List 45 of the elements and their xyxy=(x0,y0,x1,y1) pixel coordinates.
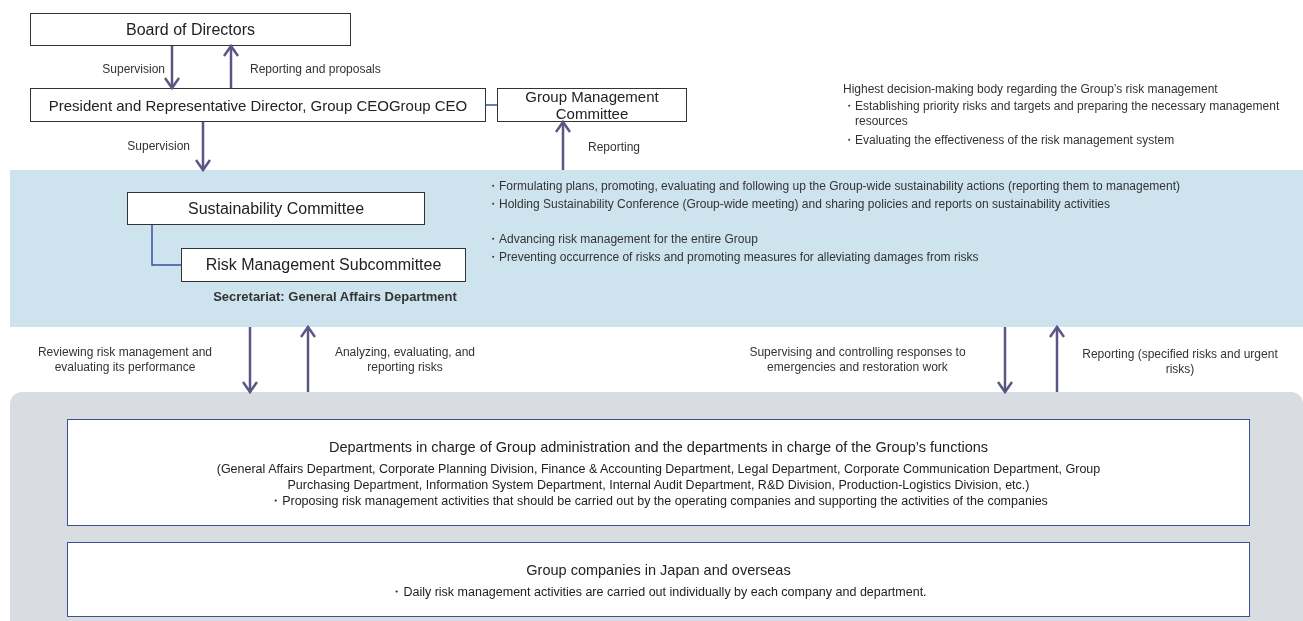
org-box xyxy=(30,88,486,122)
band-background xyxy=(10,392,1303,621)
box-title: Sustainability Committee xyxy=(187,199,365,218)
arrow xyxy=(163,46,181,90)
box-title: Departments in charge of Group administration and the departments in charge of the Group’s functions xyxy=(328,437,989,457)
edge-label: Reporting (specified risks and urgent risks) xyxy=(1081,347,1279,377)
box-title: Group Management Committee xyxy=(524,88,660,122)
arrow xyxy=(1048,325,1066,392)
department-list: (General Affairs Department, Corporate Planning Division, Finance & Accounting Department, Legal Department, Corporate Communication Department, Group Purchasing Department, Information System Department, Internal Audit Department, R&D Division, Production-Logistics Division, etc.) xyxy=(208,460,1109,493)
arrow xyxy=(299,325,317,392)
note-text: ・Establishing priority risks and targets and preparing the necessary management resources xyxy=(843,99,1281,129)
arrow xyxy=(222,44,240,88)
edge-label: Reporting and proposals xyxy=(250,62,382,77)
box-title: President and Representative Director, Group CEOGroup CEO xyxy=(48,96,468,114)
arrow xyxy=(241,327,259,394)
note-text: ・Preventing occurrence of risks and promoting measures for alleviating damages from risks xyxy=(487,250,979,265)
band-background xyxy=(10,170,1303,327)
org-box xyxy=(127,192,425,225)
edge-label: Analyzing, evaluating, and reporting risks xyxy=(333,345,477,375)
org-box xyxy=(67,419,1250,526)
arrow xyxy=(554,120,572,170)
org-box xyxy=(497,88,687,122)
org-box xyxy=(67,542,1250,617)
edge-label: Supervision xyxy=(126,139,190,154)
org-box xyxy=(30,13,351,46)
box-title: Board of Directors xyxy=(126,20,255,39)
org-box xyxy=(181,248,466,282)
bullet-text: ・Daily risk management activities are carried out individually by each company and department. xyxy=(390,583,927,600)
connector-line xyxy=(485,104,498,106)
secretariat-note: Secretariat: General Affairs Department xyxy=(212,289,458,304)
arrow xyxy=(194,122,212,172)
note-text: ・Evaluating the effectiveness of the risk management system xyxy=(843,133,1175,148)
note-text: ・Advancing risk management for the entire Group xyxy=(487,232,758,247)
box-title: Risk Management Subcommittee xyxy=(205,256,442,274)
edge-label: Reporting xyxy=(588,140,642,155)
box-title: Group companies in Japan and overseas xyxy=(526,560,791,580)
connector-line xyxy=(151,224,182,266)
note-text: ・Holding Sustainability Conference (Group-wide meeting) and sharing policies and reports on sustainability activities xyxy=(487,197,1110,212)
edge-label: Supervising and controlling responses to emergencies and restoration work xyxy=(748,345,967,375)
arrow xyxy=(996,327,1014,394)
note-text: ・Formulating plans, promoting, evaluating and following up the Group-wide sustainability actions (reporting them to management) xyxy=(487,179,1181,194)
bullet-text: ・Proposing risk management activities that should be carried out by the operating companies and supporting the activities of the companies xyxy=(269,492,1048,509)
edge-label: Reviewing risk management and evaluating its performance xyxy=(36,345,214,375)
note-text: Highest decision-making body regarding the Group’s risk management xyxy=(843,82,1218,97)
edge-label: Supervision xyxy=(101,62,165,77)
